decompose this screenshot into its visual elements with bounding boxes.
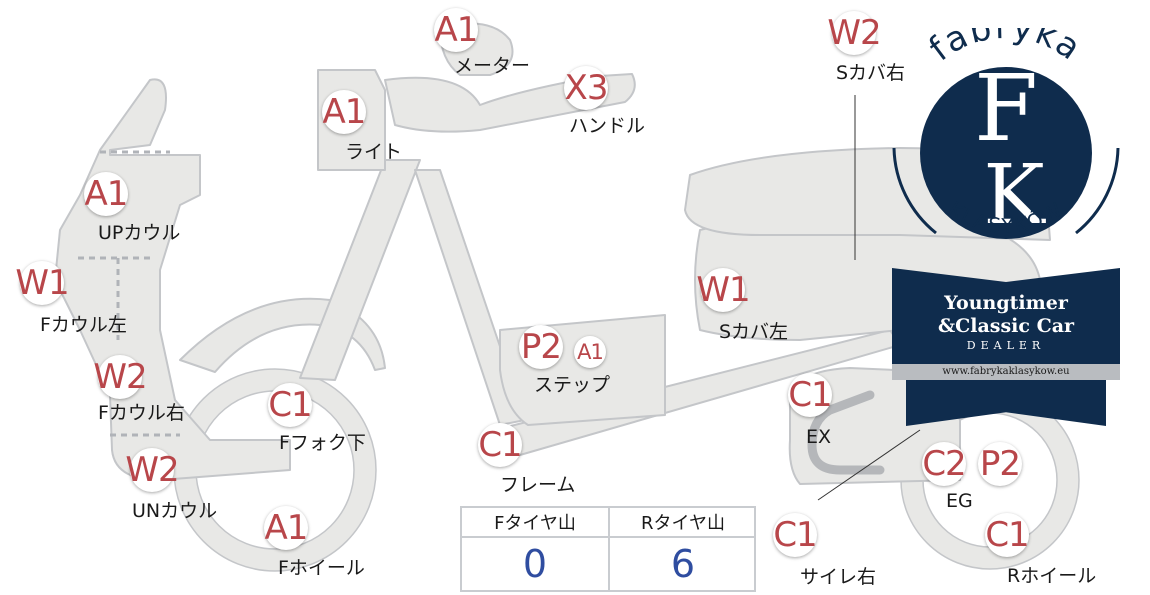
part-label: Fカウル左 bbox=[40, 314, 127, 336]
dealer-line-2: &Classic Car bbox=[937, 315, 1075, 337]
part-code-badge: W1 bbox=[15, 261, 70, 305]
part-code-badge: A1 bbox=[322, 90, 366, 134]
dealer-url: www.fabrykaklasykow.eu bbox=[942, 366, 1070, 377]
part-label: フレーム bbox=[500, 474, 576, 496]
logo-letter-k: K bbox=[983, 148, 1046, 243]
part-label: Fホイール bbox=[278, 557, 365, 579]
part-label: Fフォク下 bbox=[279, 432, 366, 454]
table-divider bbox=[608, 508, 610, 590]
part-label: Rホイール bbox=[1007, 565, 1097, 587]
part-code-badge: A1 bbox=[84, 172, 128, 216]
part-label: EG bbox=[946, 490, 973, 512]
part-label: UNカウル bbox=[132, 500, 218, 522]
part-code-badge: A1 bbox=[264, 506, 308, 550]
part-label: Sカバ左 bbox=[719, 321, 789, 343]
part-code-badge: P2 bbox=[519, 325, 563, 369]
part-code-badge: A1 bbox=[574, 336, 606, 368]
tyre-tread-table: Fタイヤ山 Rタイヤ山 0 6 bbox=[460, 506, 756, 592]
dealer-url-strip bbox=[892, 364, 1120, 380]
part-code-badge: P2 bbox=[978, 442, 1022, 486]
part-code-badge: C1 bbox=[985, 513, 1030, 557]
dealer-ribbon-top bbox=[892, 268, 1120, 368]
part-code-badge: C1 bbox=[478, 423, 523, 467]
part-code-badge: A1 bbox=[434, 8, 478, 52]
part-code-badge: X3 bbox=[564, 66, 608, 110]
part-code-badge: W1 bbox=[696, 268, 751, 312]
dealer-line-3: DEALER bbox=[966, 339, 1046, 352]
dealer-ribbon: Youngtimer &Classic Car DEALER www.fabry… bbox=[892, 268, 1120, 426]
steering-column bbox=[299, 159, 421, 381]
rear-tyre-value: 6 bbox=[670, 542, 696, 586]
dealer-line-1: Youngtimer bbox=[944, 292, 1068, 314]
part-label: ステップ bbox=[534, 374, 611, 396]
part-label: Fカウル右 bbox=[98, 402, 185, 424]
part-label: メーター bbox=[454, 55, 531, 77]
part-code-badge: C1 bbox=[788, 373, 833, 417]
part-label: サイレ右 bbox=[800, 566, 877, 588]
part-code-badge: W2 bbox=[827, 11, 882, 55]
fabryka-klasykow-logo: fabryka F K KLASYKÓW bbox=[892, 28, 1120, 243]
rear-tyre-header: Rタイヤ山 bbox=[610, 508, 756, 538]
dealer-ribbon-tail bbox=[906, 380, 1106, 426]
part-code-badge: W2 bbox=[93, 355, 148, 399]
front-tyre-header: Fタイヤ山 bbox=[462, 508, 608, 538]
part-code-badge: W2 bbox=[125, 448, 180, 492]
part-code-badge: C1 bbox=[268, 383, 313, 427]
logo-letter-f: F bbox=[974, 55, 1038, 162]
part-label: ハンドル bbox=[569, 115, 646, 137]
part-code-badge: C1 bbox=[773, 513, 818, 557]
part-code-badge: C2 bbox=[922, 442, 967, 486]
part-label: EX bbox=[806, 426, 832, 448]
part-label: ライト bbox=[345, 141, 403, 163]
front-tyre-value: 0 bbox=[522, 542, 548, 586]
part-label: UPカウル bbox=[98, 222, 181, 244]
part-label: Sカバ右 bbox=[836, 62, 906, 84]
